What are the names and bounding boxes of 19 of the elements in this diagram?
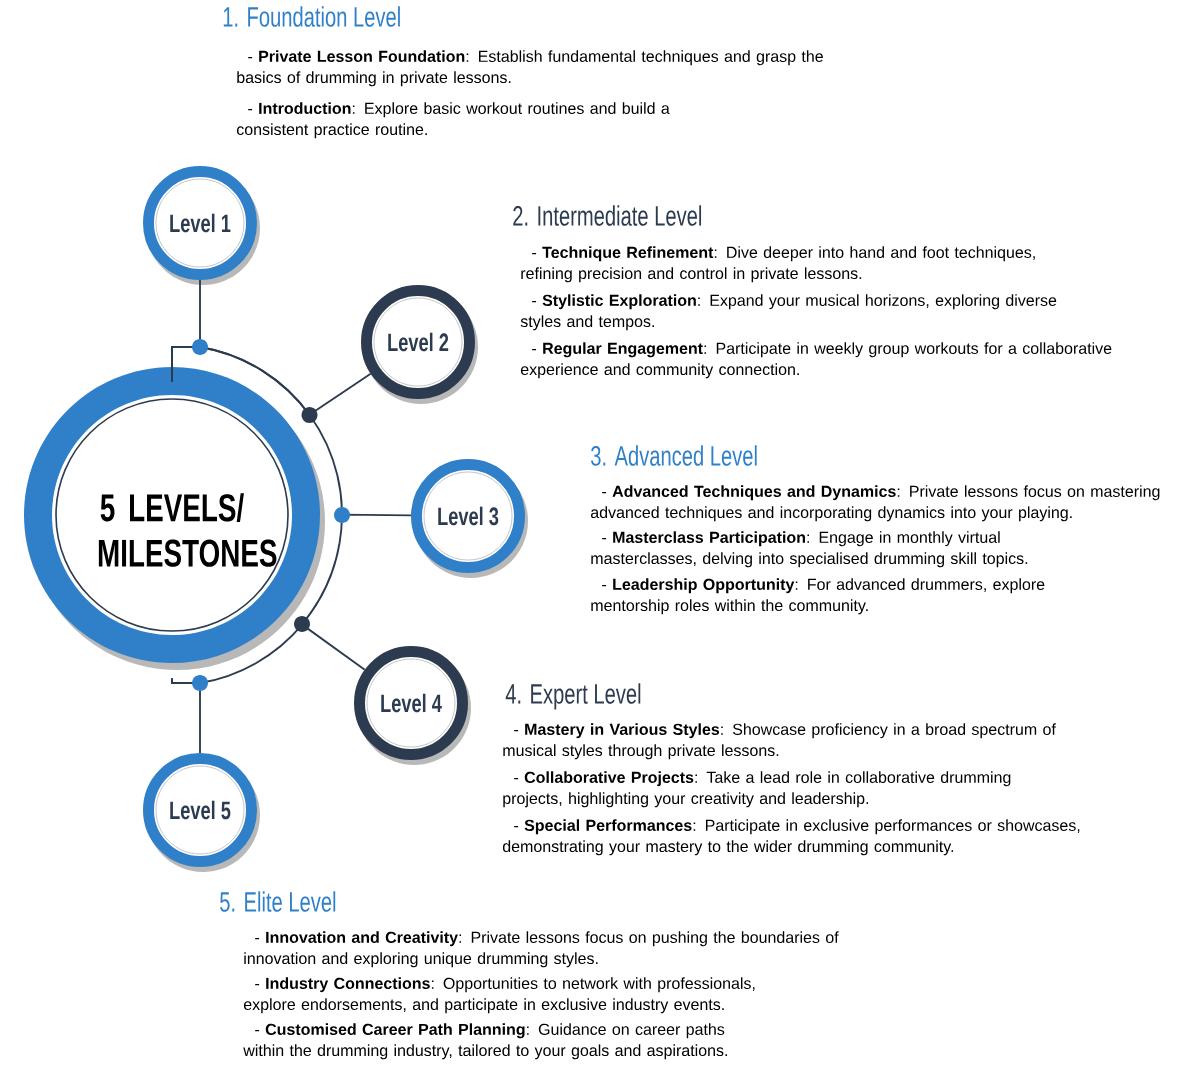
bullet-text: - Advanced Techniques and Dynamics: Private lessons focus on mastering advanced techniques and incorporating dynamics into your playing. bbox=[590, 485, 1160, 522]
bullet-text: - Leadership Opportunity: For advanced drummers, explore mentorship roles within the community. bbox=[591, 578, 1045, 615]
bullet-text: - Special Performances: Participate in exclusive performances or showcases, demonstrating your mastery to the wider drumming community. bbox=[502, 819, 1080, 856]
bullet-text: - Introduction: Explore basic workout routines and build a consistent practice routine. bbox=[236, 102, 670, 139]
section-heading: 5. Elite Level bbox=[220, 891, 336, 912]
bullet-text: - Collaborative Projects: Take a lead role in collaborative drumming projects, highlighting your creativity and leadership. bbox=[503, 771, 1011, 808]
section-heading: 4. Expert Level bbox=[505, 683, 641, 710]
bullet-text: - Industry Connections: Opportunities to network with professionals, explore endorsements, and participate in exclusive industry events. bbox=[243, 977, 755, 1014]
bullet-text: - Customised Career Path Planning: Guidance on career paths within the drumming industry, tailored to your goals and aspirations. bbox=[243, 1023, 727, 1060]
section-heading: 1. Foundation Level bbox=[223, 6, 400, 27]
bullet-text: - Regular Engagement: Participate in weekly group workouts for a collaborative experience and community connection. bbox=[520, 342, 1112, 379]
bullet-text: - Mastery in Various Styles: Showcase proficiency in a broad spectrum of musical styles through private lessons. bbox=[503, 723, 1056, 760]
section-heading: 3. Advanced Level bbox=[591, 445, 757, 466]
bullet-text: - Stylistic Exploration: Expand your musical horizons, exploring diverse styles and tempos. bbox=[520, 294, 1057, 331]
bullet-text: - Masterclass Participation: Engage in monthly virtual masterclasses, delving into specialised drumming skill topics. bbox=[591, 531, 1028, 568]
bullet-text: - Technique Refinement: Dive deeper into hand and foot techniques, refining precision and control in private lessons. bbox=[521, 246, 1035, 283]
section-heading: 2. Intermediate Level bbox=[513, 205, 702, 226]
bullet-text: - Innovation and Creativity: Private lessons focus on pushing the boundaries of innovation and exploring unique drumming styles. bbox=[244, 931, 839, 968]
bullet-text: - Private Lesson Foundation: Establish fundamental techniques and grasp the basics of drumming in private lessons. bbox=[237, 50, 823, 87]
